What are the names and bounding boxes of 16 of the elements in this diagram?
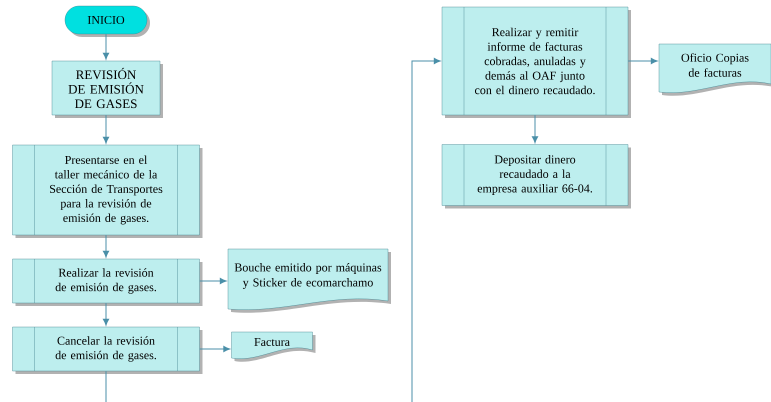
arrow — [102, 302, 110, 326]
arrow — [532, 114, 538, 144]
subprocess-box: Realizar y remitir informe de facturas cobradas, anuladas y demás al OAF junto con el dinero recaudado. — [442, 6, 631, 118]
subprocess-box: Depositar dinero recaudado a la empresa auxiliar 66-04. — [442, 144, 631, 208]
arrow — [199, 278, 227, 284]
arrow — [102, 234, 110, 258]
subprocess-box: Presentarse en el taller mecánico de la Sección de Transportes para la revisión de emisión de gases. — [12, 144, 202, 238]
subprocess-box: Realizar la revisión de emisión de gases. — [12, 258, 202, 306]
start-terminator: INICIO — [64, 6, 150, 37]
arrow — [102, 34, 110, 60]
arrow — [102, 114, 110, 144]
arrow — [628, 58, 658, 64]
arrow — [199, 346, 230, 352]
subprocess-box: Cancelar la revisión de emisión de gases. — [12, 326, 202, 374]
process-box: REVISIÓN DE EMISIÓN DE GASES — [52, 60, 163, 118]
arrow — [412, 58, 441, 402]
